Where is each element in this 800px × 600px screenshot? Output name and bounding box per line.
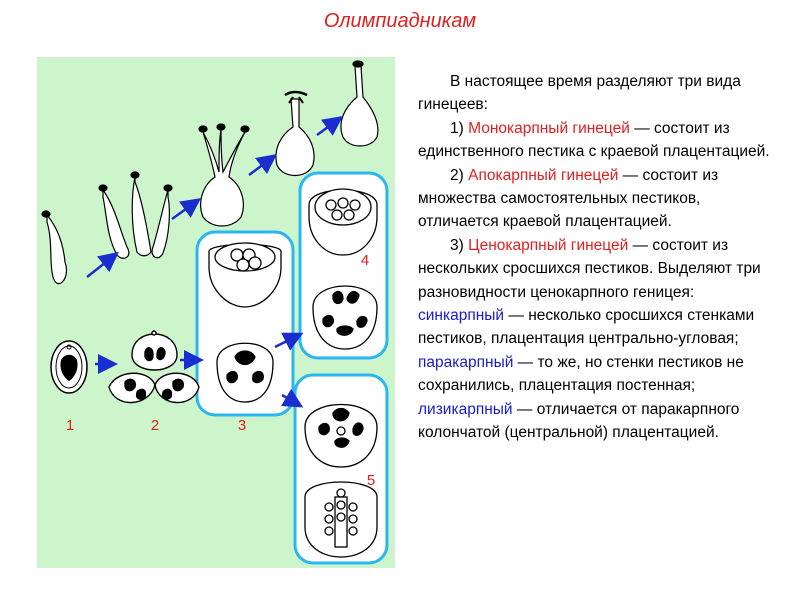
- item-text: — несколько сросшихся стенками пестиков,…: [418, 307, 755, 348]
- figure-label-1: 1: [66, 417, 74, 434]
- item-text: — отличается от паракарпного колончатой …: [418, 400, 740, 442]
- arrow: [248, 154, 277, 176]
- item-text: — состоит из нескольких сросшихся пестик…: [418, 236, 761, 301]
- arrow: [274, 332, 304, 351]
- ovary-section-3: [208, 242, 282, 403]
- item-number: 3): [450, 236, 464, 254]
- term-coenocarp: Ценокарпный гинецей: [468, 236, 629, 254]
- figure-label-5: 5: [367, 472, 375, 489]
- ovary-section-5: [304, 403, 378, 558]
- item-text: — состоит из единственного пестика с кра…: [418, 119, 770, 161]
- pistil-lysicarp: [340, 60, 379, 147]
- item-coenocarp: 3) Ценокарпный гинецей — состоит из неск…: [418, 234, 778, 445]
- gynoecium-evolution-figure: 1 2 3 4 5: [37, 57, 395, 568]
- term-monocarp: Монокарпный гинецей: [468, 119, 630, 137]
- pistil-monocarp: [41, 210, 67, 284]
- cross-section-2: [108, 330, 200, 404]
- item-number: 2): [450, 166, 464, 184]
- item-monocarp: 1) Монокарпный гинецей — состоит из един…: [418, 117, 778, 164]
- term-apocarp: Апокарпный гинецей: [468, 166, 619, 184]
- arrow: [86, 251, 119, 278]
- ovary-section-4: [308, 188, 378, 350]
- term-paracarp: паракарпный: [418, 353, 514, 371]
- figure-label-4: 4: [361, 252, 369, 269]
- pistil-apocarp: [98, 171, 173, 259]
- arrow: [171, 198, 202, 221]
- term-syncarp: синкарпный: [418, 307, 505, 325]
- arrow: [281, 388, 304, 408]
- page-title: Олимпиадникам: [323, 10, 477, 32]
- item-text: — состоит из множества самостоятельных п…: [418, 166, 719, 231]
- term-lysicarp: лизикарпный: [418, 400, 513, 418]
- item-number: 1): [450, 119, 464, 137]
- figure-label-3: 3: [238, 417, 246, 434]
- description-text: В настоящее время разделяют три вида гин…: [418, 70, 778, 445]
- arrow: [316, 116, 344, 137]
- pistil-paracarp: [275, 90, 315, 177]
- figure-drawing: 1 2 3 4 5: [41, 60, 389, 565]
- cross-section-1: [50, 340, 88, 394]
- intro-paragraph: В настоящее время разделяют три вида гин…: [418, 73, 741, 114]
- figure-label-2: 2: [151, 417, 159, 434]
- item-apocarp: 2) Апокарпный гинецей — состоит из множе…: [418, 164, 778, 234]
- item-text: — то же, но стенки пестиков не сохранили…: [418, 353, 744, 395]
- pistil-syncarp: [198, 123, 250, 227]
